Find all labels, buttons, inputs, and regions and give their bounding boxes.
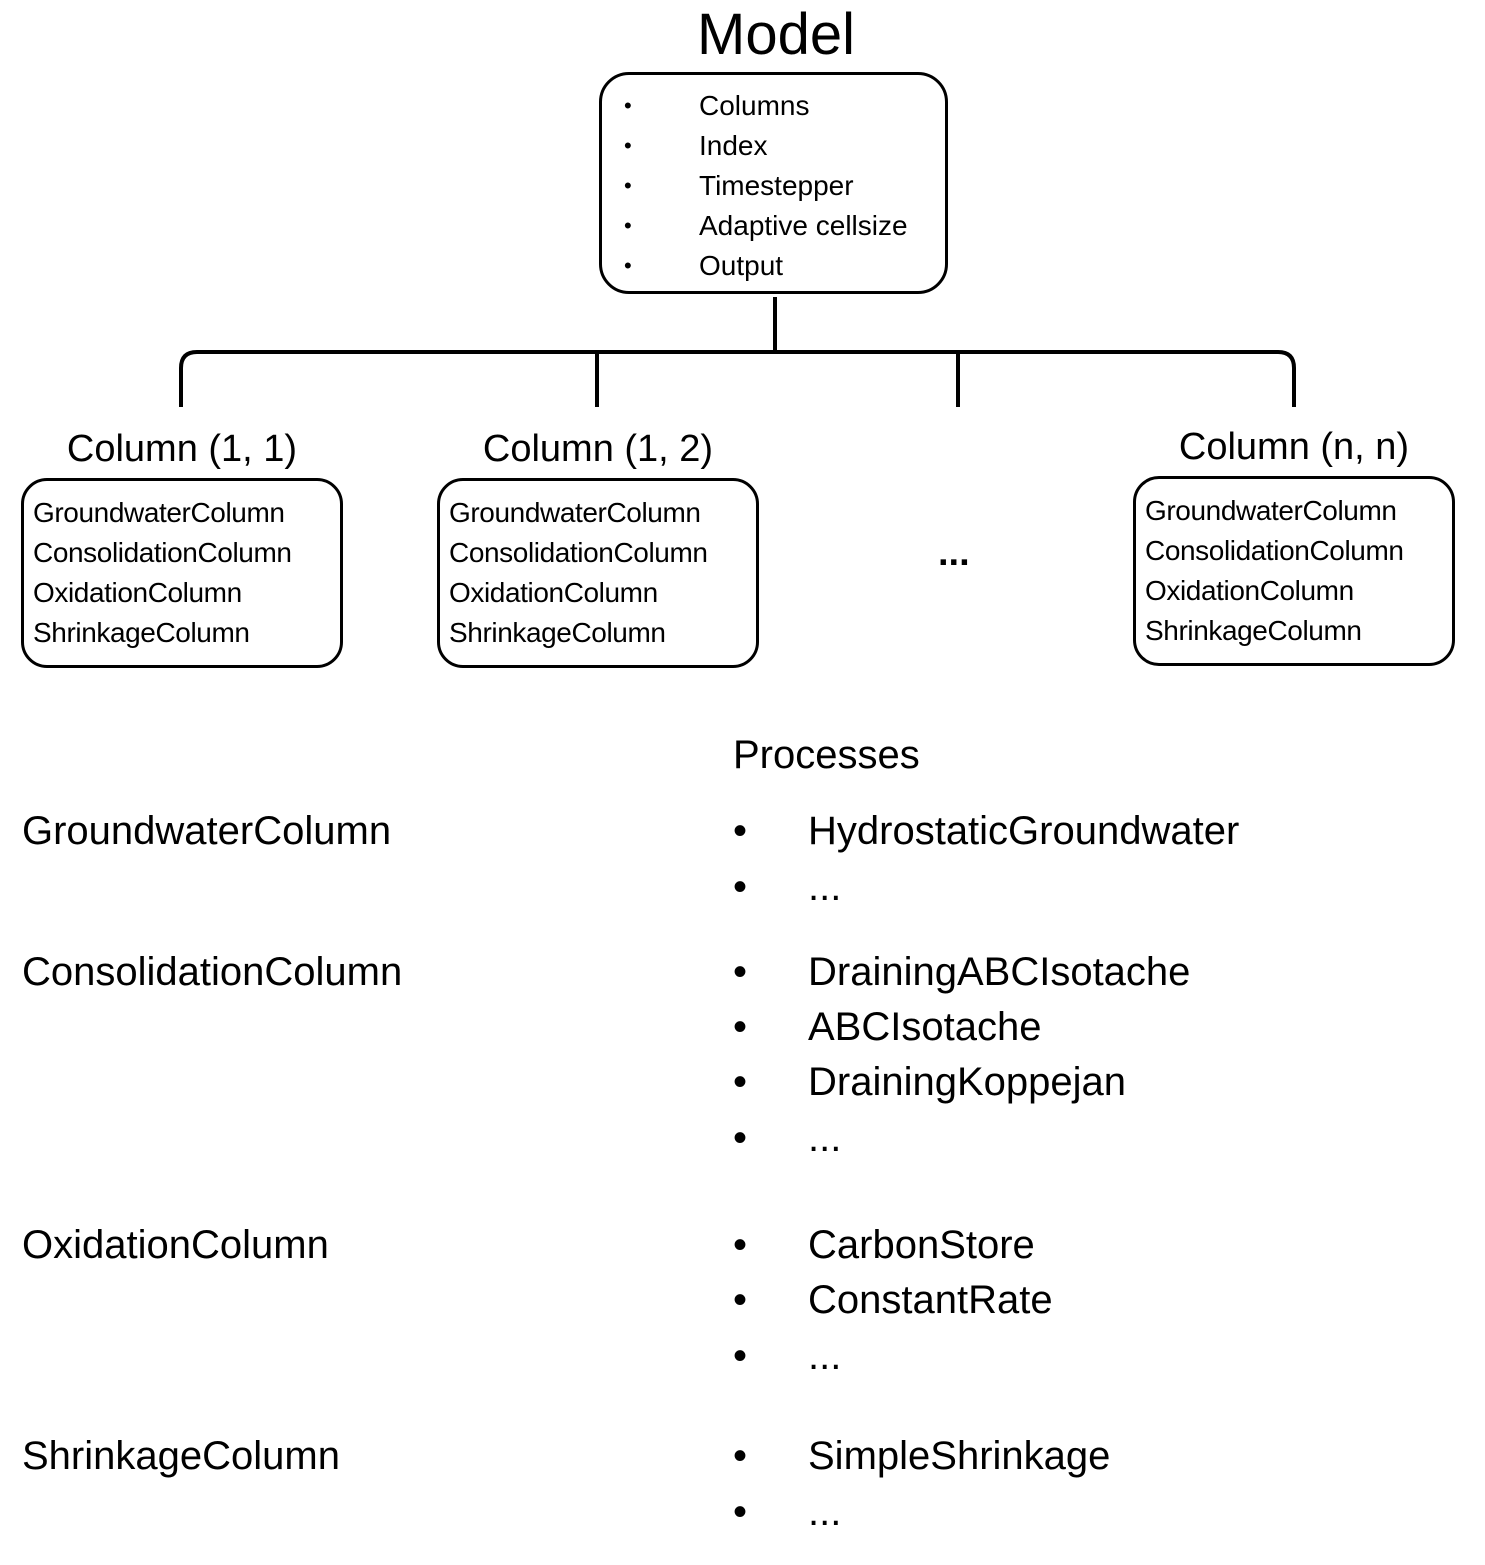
process-item: • ConstantRate <box>733 1275 1433 1325</box>
model-item: • Index <box>602 126 951 166</box>
bullet-icon: • <box>733 865 748 909</box>
model-item: • Adaptive cellsize <box>602 206 951 246</box>
column-box: GroundwaterColumn ConsolidationColumn Ox… <box>437 478 759 668</box>
process-label: DrainingABCIsotache <box>808 950 1191 994</box>
column-title: Column (n, n) <box>1178 426 1410 468</box>
process-label: SimpleShrinkage <box>808 1434 1111 1478</box>
process-label: HydrostaticGroundwater <box>808 809 1240 853</box>
model-item: • Timestepper <box>602 166 951 206</box>
column-type-name: ShrinkageColumn <box>22 1434 340 1478</box>
column-component: ConsolidationColumn <box>1145 535 1404 566</box>
bullet-icon: • <box>733 1223 748 1267</box>
process-item: • CarbonStore <box>733 1220 1433 1270</box>
process-label: ... <box>808 1334 842 1378</box>
column-box: GroundwaterColumn ConsolidationColumn Ox… <box>21 478 343 668</box>
column-component: ShrinkageColumn <box>449 617 666 648</box>
column-component: ShrinkageColumn <box>33 617 250 648</box>
bullet-icon: • <box>624 173 632 198</box>
column-box: GroundwaterColumn ConsolidationColumn Ox… <box>1133 476 1455 666</box>
process-item: • HydrostaticGroundwater <box>733 806 1433 856</box>
model-box: • Columns • Index • Timestepper • Adapti… <box>599 72 948 294</box>
bullet-icon: • <box>733 950 748 994</box>
model-item-label: Index <box>699 130 768 161</box>
column-component: OxidationColumn <box>449 577 658 608</box>
column-component: OxidationColumn <box>1145 575 1354 606</box>
bullet-icon: • <box>733 1116 748 1160</box>
columns-ellipsis: ... <box>938 532 970 574</box>
branch-bar-line <box>179 350 1296 407</box>
process-item: • ABCIsotache <box>733 1002 1433 1052</box>
process-label: ConstantRate <box>808 1278 1053 1322</box>
process-item: • DrainingKoppejan <box>733 1057 1433 1107</box>
bullet-icon: • <box>733 1005 748 1049</box>
model-item-label: Adaptive cellsize <box>699 210 908 241</box>
bullet-icon: • <box>733 809 748 853</box>
model-item-label: Columns <box>699 90 810 121</box>
column-type-name: OxidationColumn <box>22 1223 329 1267</box>
bullet-icon: • <box>733 1434 748 1478</box>
bullet-icon: • <box>733 1278 748 1322</box>
process-item: • DrainingABCIsotache <box>733 947 1433 997</box>
process-label: ... <box>808 1490 842 1534</box>
process-item: • SimpleShrinkage <box>733 1431 1433 1481</box>
column-component: ShrinkageColumn <box>1145 615 1362 646</box>
bullet-icon: • <box>733 1334 748 1378</box>
process-item: • ... <box>733 1113 1433 1163</box>
column-type-name: GroundwaterColumn <box>22 809 392 853</box>
column-component: GroundwaterColumn <box>449 497 701 528</box>
bullet-icon: • <box>624 253 632 278</box>
column-component: ConsolidationColumn <box>449 537 708 568</box>
process-item: • ... <box>733 1487 1433 1537</box>
column-title: Column (1, 2) <box>482 428 714 470</box>
bullet-icon: • <box>624 213 632 238</box>
process-label: DrainingKoppejan <box>808 1060 1127 1104</box>
model-item-label: Timestepper <box>699 170 854 201</box>
process-label: ... <box>808 1116 842 1160</box>
process-label: ABCIsotache <box>808 1005 1042 1049</box>
model-title: Model <box>697 2 855 67</box>
process-label: ... <box>808 865 842 909</box>
process-label: CarbonStore <box>808 1223 1035 1267</box>
process-item: • ... <box>733 862 1433 912</box>
bullet-icon: • <box>624 93 632 118</box>
column-title: Column (1, 1) <box>66 428 298 470</box>
column-component: OxidationColumn <box>33 577 242 608</box>
column-component: GroundwaterColumn <box>1145 495 1397 526</box>
processes-heading: Processes <box>733 733 920 777</box>
bullet-icon: • <box>733 1060 748 1104</box>
model-item-label: Output <box>699 250 784 281</box>
column-type-name: ConsolidationColumn <box>22 950 403 994</box>
column-component: GroundwaterColumn <box>33 497 285 528</box>
model-item: • Columns <box>602 86 951 126</box>
bullet-icon: • <box>733 1490 748 1534</box>
process-item: • ... <box>733 1331 1433 1381</box>
model-item: • Output <box>602 246 951 286</box>
bullet-icon: • <box>624 133 632 158</box>
column-component: ConsolidationColumn <box>33 537 292 568</box>
